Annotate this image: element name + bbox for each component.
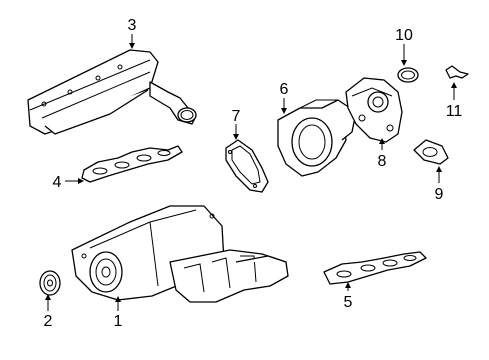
part-3-intake-cover [27,49,197,135]
callout-7: 7 [232,108,241,125]
callout-labels: 1 2 3 4 5 6 7 8 9 10 11 [44,17,463,330]
part-10-o-ring [397,67,419,83]
callout-3: 3 [128,17,137,34]
part-11-clip [445,65,469,79]
callout-2: 2 [44,313,53,330]
leaders [45,34,457,311]
part-2-pulley [39,270,61,296]
callout-1: 1 [114,313,123,330]
part-5-gasket [323,251,427,285]
callout-10: 10 [395,27,413,44]
callout-9: 9 [435,186,444,203]
part-1-supercharger [71,205,289,303]
part-7-gasket [225,139,269,193]
callout-6: 6 [280,81,289,98]
part-9-gasket [413,139,449,165]
callout-8: 8 [378,153,387,170]
part-8-flange-housing [345,77,403,143]
callout-11: 11 [446,103,463,120]
callout-4: 4 [53,174,62,191]
callout-5: 5 [344,294,353,311]
part-6-throttle-housing [277,99,357,177]
part-4-gasket [81,145,183,183]
